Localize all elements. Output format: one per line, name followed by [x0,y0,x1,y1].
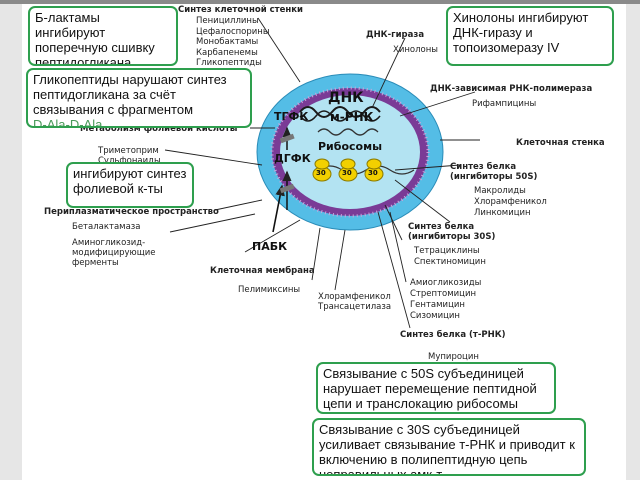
paba-label: ПАБК [252,240,288,253]
protein-30s-title-2: (ингибиторы 30S) [408,232,496,242]
dna-label: ДНК [328,90,364,106]
drug-carbapenems: Карбапенемы [196,47,258,58]
trimethoprim-label: Триметоприм [98,146,159,156]
sisomicin-label: Сизомицин [410,311,460,321]
streptomycin-label: Стрептомицин [410,289,477,299]
folate-block-1 [279,133,295,144]
ribosomes-label: Рибосомы [318,140,383,153]
aminoglycosides-label: Амиогликозиды [410,278,482,288]
note-30s-text: Связывание с 30S субъединицей усиливает … [319,422,575,476]
note-folate: ингибируют синтез фолиевой к-ты [66,162,194,208]
leader-lines [164,17,480,329]
cell-wall-synthesis-label: Синтез клеточной стенки [178,5,303,15]
note-30s: Связывание с 30S субъединицей усиливает … [312,418,586,476]
lincomycin-label: Линкомицин [474,208,531,218]
mupirocin-label: Мупироцин [428,352,479,362]
mrna-strand [317,128,379,136]
ribosome-2 [338,158,358,182]
mrna-label: м-РНК [330,110,374,124]
aminoglycoside-label-3: ферменты [72,258,119,268]
note-beta-lactams-text: Б-лактамы ингибируют поперечную сшивку п… [35,10,155,66]
right-margin [626,0,640,480]
gentamicin-label: Гентамицин [410,300,465,310]
cell-wall-label: Клеточная стенка [516,138,605,148]
note-50s: Связывание с 50S субъединицей нарушает п… [316,362,556,414]
drug-cephalosporins: Цефалоспорины [196,26,270,37]
note-folate-text: ингибируют синтез фолиевой к-ты [73,166,187,196]
note-beta-lactams: Б-лактамы ингибируют поперечную сшивку п… [28,6,178,66]
tetracyclines-label: Тетрациклины [414,246,480,256]
drug-penicillins: Пенициллины [196,16,259,26]
chloramphenicol-label: Хлорамфеникол [474,197,547,207]
ribosome-1 [312,158,332,182]
protein-trna-label: Синтез белка (т-РНК) [400,330,506,340]
ribosome-unit-2: 30 [342,169,352,177]
folate-block-2 [279,183,295,194]
ribosome-3 [364,158,384,182]
folate-metabolism-label: Метаболизм фолиевой кислоты [80,124,238,134]
periplasmic-label: Периплазматическое пространство [44,207,219,217]
membrane-dots [270,86,430,218]
macrolides-label: Макролиды [474,186,526,196]
dna-strand [299,106,381,118]
drug-monobactams: Монобактамы [196,37,259,47]
betalactamase-label: Беталактамаза [72,222,141,232]
chloramphenicol-acetyl-1: Хлорамфеникол [318,292,391,302]
note-quinolones: Хинолоны ингибируют ДНК-гиразу и топоизо… [446,6,614,66]
spectinomycin-label: Спектиномицин [414,257,486,267]
note-quinolones-text: Хинолоны ингибируют ДНК-гиразу и топоизо… [453,10,589,55]
protein-50s-title-1: Синтез белка [450,162,517,172]
paba-long-arrow [272,184,285,233]
polymyxins-label: Пелимиксины [238,285,301,295]
note-50s-text: Связывание с 50S субъединицей нарушает п… [323,366,537,411]
left-margin [0,0,22,480]
rifampicins-label: Рифампицины [472,99,537,109]
top-bar [0,0,640,4]
dna-gyrase-label: ДНК-гираза [366,30,425,40]
cytoplasm [280,95,420,209]
ribosome-unit-1: 30 [316,169,326,177]
aminoglycoside-label-2: модифицирующие [72,248,156,258]
chloramphenicol-acetyl-2: Трансацетилаза [318,302,392,312]
quinolones-label: Хинолоны [393,45,439,55]
cell-wall-drug-list: Пенициллины Цефалоспорины Монобактамы Ка… [196,16,270,69]
dhfa-label: ДГФК [274,152,311,165]
dna-strand-2 [299,110,381,122]
note-glycopeptides-sub: D-Ala-D-Ala [33,117,103,128]
ribosome-unit-3: 30 [368,169,378,177]
protein-50s-title-2: (ингибиторы 50S) [450,172,538,182]
thfa-label: ТГФК [274,110,309,123]
aminoglycoside-label-1: Аминогликозид- [72,238,146,248]
cell-membrane-label: Клеточная мембрана [210,266,315,276]
rna-polymerase-label: ДНК-зависимая РНК-полимераза [430,84,593,94]
sulfonamides-label: Сульфонаиды [98,156,161,166]
note-glycopeptides-text: Гликопептиды нарушают синтез пептидоглик… [33,72,227,117]
drug-glycopeptides: Гликопептиды [196,58,262,68]
note-glycopeptides: Гликопептиды нарушают синтез пептидоглик… [26,68,252,128]
protein-30s-title-1: Синтез белка [408,222,475,232]
